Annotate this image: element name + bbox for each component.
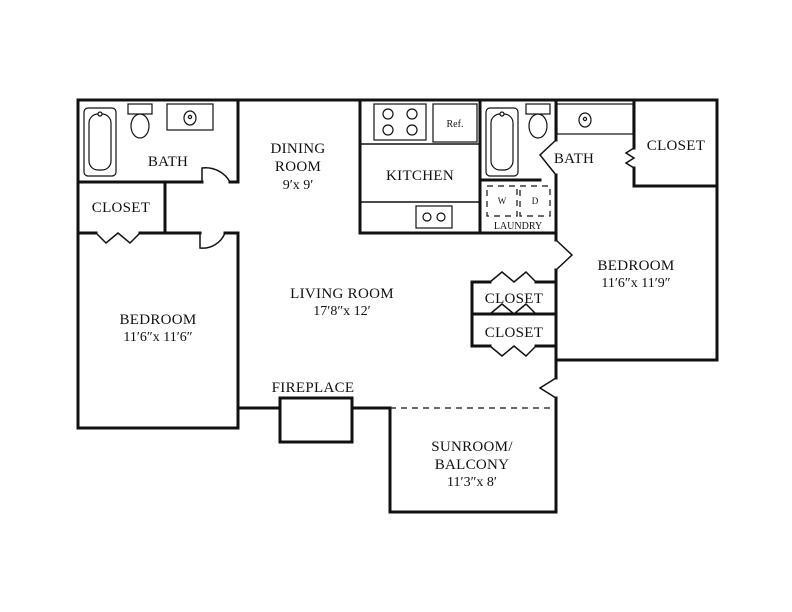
closet-mid-1-label: CLOSET — [485, 291, 543, 307]
laundry-label: LAUNDRY — [494, 221, 542, 232]
refrigerator-label: Ref. — [447, 119, 464, 130]
bath-left-label: BATH — [148, 154, 188, 170]
bedroom-left-dimensions: 11′6″x 11′6″ — [123, 330, 192, 345]
room-labels: BATH DINING ROOM 9′x 9′ KITCHEN Ref. BAT… — [92, 119, 705, 490]
exterior-walls — [76, 98, 719, 514]
laundry-appliances — [486, 185, 551, 217]
bath-right-label: BATH — [554, 151, 594, 167]
fireplace — [278, 396, 354, 444]
kitchen-label: KITCHEN — [386, 168, 454, 184]
bedroom-right-label: BEDROOM — [597, 258, 674, 274]
washer-label: W — [498, 196, 507, 206]
living-room-dimensions: 17′8″x 12′ — [313, 304, 370, 319]
closet-left-label: CLOSET — [92, 200, 150, 216]
dining-room-dimensions: 9′x 9′ — [283, 178, 314, 193]
kitchen-fixtures — [360, 103, 480, 229]
sunroom-label-2: BALCONY — [435, 457, 510, 473]
bedroom-right-dimensions: 11′6″x 11′9″ — [601, 276, 670, 291]
dining-room-label: DINING — [270, 141, 325, 157]
closet-top-right-label: CLOSET — [647, 138, 705, 154]
closet-mid-2-label: CLOSET — [485, 325, 543, 341]
interior-walls — [76, 98, 719, 410]
sunroom-label: SUNROOM/ — [431, 439, 513, 455]
dining-room-label-2: ROOM — [275, 159, 321, 175]
left-bath-fixtures — [83, 103, 214, 177]
sunroom-dimensions: 11′3″x 8′ — [447, 475, 497, 490]
fireplace-label: FIREPLACE — [272, 380, 355, 396]
bedroom-left-label: BEDROOM — [119, 312, 196, 328]
dryer-label: D — [532, 196, 539, 206]
swing-doors — [199, 139, 574, 399]
bifold-doors — [95, 147, 636, 358]
living-room-label: LIVING ROOM — [290, 286, 394, 302]
right-bath-fixtures — [485, 103, 634, 177]
